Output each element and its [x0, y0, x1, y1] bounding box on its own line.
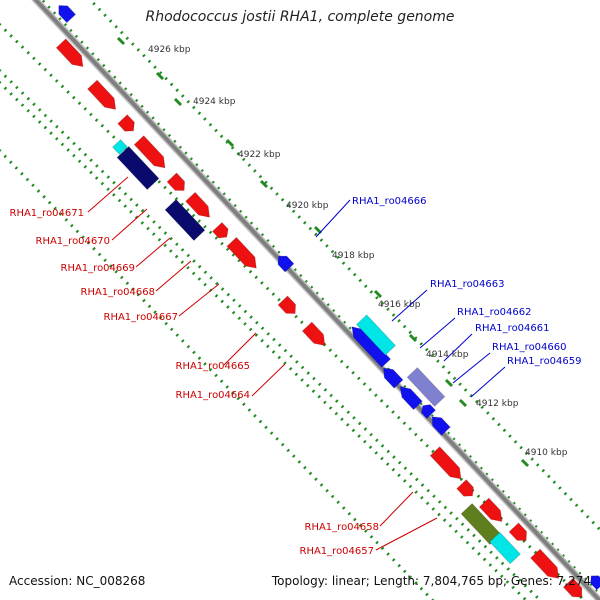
dot-ring: [0, 80, 529, 600]
gene-label[interactable]: RHA1_ro04658: [305, 522, 380, 533]
gene-feature[interactable]: [117, 114, 138, 136]
gene-feature[interactable]: [562, 577, 586, 600]
gene-label-leader: [375, 517, 438, 551]
gene-feature[interactable]: [301, 321, 329, 350]
gene-label-leader: [452, 352, 491, 384]
gene-feature[interactable]: [166, 172, 189, 195]
gene-feature[interactable]: [508, 522, 531, 545]
tick-label: 4920 kbp: [286, 201, 329, 211]
gene-label-leader: [155, 260, 192, 292]
gene-label-leader: [470, 366, 506, 398]
gene-label[interactable]: RHA1_ro04665: [176, 361, 251, 372]
gene-feature[interactable]: [55, 38, 87, 71]
gene-feature[interactable]: [86, 79, 121, 114]
genome-title: Rhodococcus jostii RHA1, complete genome: [145, 9, 455, 25]
gene-label-leader: [443, 333, 473, 362]
gene-feature[interactable]: [587, 572, 600, 591]
gene-label-leader: [379, 491, 414, 527]
tick-mark: [259, 179, 269, 189]
gene-feature[interactable]: [184, 191, 215, 221]
gene-feature[interactable]: [429, 445, 465, 484]
tick-mark: [520, 458, 530, 468]
gene-feature[interactable]: [456, 479, 477, 501]
gene-label[interactable]: RHA1_ro04664: [176, 390, 251, 401]
tick-label: 4916 kbp: [378, 300, 421, 310]
gene-feature[interactable]: [116, 145, 160, 191]
gene-feature[interactable]: [133, 134, 169, 173]
gene-feature[interactable]: [379, 364, 404, 389]
gene-feature[interactable]: [406, 366, 446, 408]
gene-feature[interactable]: [396, 382, 423, 411]
gene-label[interactable]: RHA1_ro04668: [81, 287, 156, 298]
tick-mark: [116, 36, 126, 46]
tick-mark: [373, 289, 383, 299]
gene-label[interactable]: RHA1_ro04661: [475, 323, 550, 334]
gene-feature[interactable]: [478, 497, 506, 526]
gene-label[interactable]: RHA1_ro04657: [300, 546, 375, 557]
tick-mark: [225, 138, 235, 148]
gene-label[interactable]: RHA1_ro04660: [492, 342, 567, 353]
gene-feature[interactable]: [226, 236, 261, 272]
gene-label-leader: [251, 363, 286, 397]
gene-label[interactable]: RHA1_ro04663: [430, 279, 505, 290]
gene-label-leader: [315, 199, 351, 238]
tick-labels: 4926 kbp 4924 kbp 4922 kbp 4920 kbp 4918 kbp…: [148, 45, 568, 458]
tick-label: 4912 kbp: [476, 399, 519, 409]
gene-feature[interactable]: [164, 198, 206, 242]
genome-summary-text: Topology: linear; Length: 7,804,765 bp; …: [271, 574, 591, 588]
gene-labels: RHA1_ro04671RHA1_ro04670RHA1_ro04669RHA1…: [10, 176, 582, 557]
gene-feature[interactable]: [274, 252, 295, 273]
gene-label-leader: [111, 208, 148, 241]
tick-mark: [155, 71, 165, 81]
tick-label: 4918 kbp: [332, 251, 375, 261]
tick-mark: [444, 378, 454, 388]
gene-label-leader: [391, 289, 428, 322]
gene-label-leader: [87, 176, 129, 213]
tick-label: 4914 kbp: [426, 350, 469, 360]
dot-ring: [0, 22, 586, 600]
tick-label: 4910 kbp: [525, 448, 568, 458]
gene-feature[interactable]: [460, 502, 502, 546]
gene-label-leader: [419, 317, 456, 349]
genes: [54, 1, 600, 600]
gene-label[interactable]: RHA1_ro04659: [507, 356, 582, 367]
gene-feature[interactable]: [277, 295, 300, 318]
accession-text: Accession: NC_008268: [9, 574, 146, 588]
gene-label[interactable]: RHA1_ro04671: [10, 208, 85, 219]
tick-label: 4926 kbp: [148, 45, 191, 55]
gene-feature[interactable]: [488, 531, 522, 565]
gene-feature[interactable]: [54, 1, 77, 24]
gene-feature[interactable]: [419, 402, 437, 420]
gene-label[interactable]: RHA1_ro04670: [36, 236, 111, 247]
gene-label-leader: [178, 283, 220, 317]
gene-feature[interactable]: [428, 413, 451, 437]
gene-label-leader: [223, 332, 257, 366]
gene-label[interactable]: RHA1_ro04666: [352, 196, 427, 207]
gene-label-leader: [135, 237, 171, 268]
tick-label: 4924 kbp: [193, 97, 236, 107]
gene-label[interactable]: RHA1_ro04662: [457, 307, 532, 318]
gene-feature[interactable]: [529, 548, 564, 583]
tick-label: 4922 kbp: [238, 150, 281, 160]
tick-mark: [173, 97, 183, 107]
dot-ring: [0, 68, 542, 600]
gene-label[interactable]: RHA1_ro04667: [104, 312, 179, 323]
tick-mark: [408, 333, 418, 343]
dot-ring: [0, 148, 435, 600]
gene-feature[interactable]: [211, 221, 231, 241]
genome-backbone-core: [33, 0, 600, 600]
tick-mark: [458, 398, 468, 408]
gene-label[interactable]: RHA1_ro04669: [61, 263, 136, 274]
gene-feature[interactable]: [355, 314, 397, 356]
gene-feature[interactable]: [111, 138, 129, 156]
